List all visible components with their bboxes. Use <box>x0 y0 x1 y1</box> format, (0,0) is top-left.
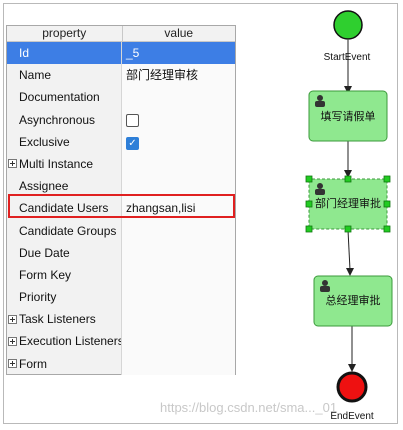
watermark: https://blog.csdn.net/sma..._01 <box>160 400 338 415</box>
property-key: Id <box>7 42 122 65</box>
property-value[interactable]: ✓ <box>122 130 235 153</box>
property-row[interactable]: Candidate Users zhangsan,lisi <box>7 197 235 220</box>
start-event-label: StartEvent <box>324 52 371 63</box>
expand-icon[interactable] <box>8 314 17 324</box>
arrow-head <box>344 86 352 94</box>
task-general-manager-approval[interactable] <box>313 275 393 327</box>
property-column-header[interactable]: property <box>7 26 123 42</box>
property-row[interactable]: Asynchronous <box>7 108 235 131</box>
property-key: Candidate Users <box>7 197 122 220</box>
property-row[interactable]: Form Key <box>7 263 235 287</box>
property-value[interactable] <box>122 152 235 176</box>
property-row[interactable]: Exclusive ✓ <box>7 130 235 153</box>
task-label: 部门经理审批 <box>315 196 381 210</box>
property-row[interactable]: Assignee <box>7 175 235 198</box>
property-key-label: Exclusive <box>19 134 70 149</box>
property-value[interactable] <box>122 330 235 353</box>
property-row[interactable]: Candidate Groups <box>7 219 235 242</box>
property-key-label: Form <box>19 356 47 371</box>
property-key: Form <box>7 352 122 375</box>
property-value[interactable] <box>122 175 235 198</box>
checked-checkbox[interactable]: ✓ <box>126 136 139 150</box>
property-key: Assignee <box>7 175 122 198</box>
property-value[interactable]: zhangsan,lisi <box>122 197 235 220</box>
property-key: Due Date <box>7 241 122 264</box>
property-key-label: Candidate Users <box>19 201 109 216</box>
property-key-label: Multi Instance <box>19 156 94 171</box>
grid-header: property value <box>7 26 235 42</box>
property-row[interactable]: Multi Instance <box>7 152 235 176</box>
user-task-icon <box>320 280 330 292</box>
property-value-text: zhangsan,lisi <box>126 201 196 216</box>
property-key: Task Listeners <box>7 308 122 331</box>
property-key: Asynchronous <box>7 108 122 131</box>
arrow-head <box>344 170 352 178</box>
property-value[interactable] <box>122 308 235 331</box>
property-key: Exclusive <box>7 130 122 153</box>
task-label: 填写请假单 <box>321 109 376 123</box>
property-key: Documentation <box>7 86 122 109</box>
property-key-label: Execution Listeners <box>19 334 122 349</box>
end-event-label: EndEvent <box>330 411 374 422</box>
property-row[interactable]: Priority <box>7 286 235 309</box>
task-fill-leave-form[interactable] <box>308 90 388 142</box>
property-key-label: Form Key <box>19 267 72 282</box>
user-task-icon <box>315 183 325 195</box>
property-row[interactable]: Documentation <box>7 86 235 109</box>
property-row[interactable]: Due Date <box>7 241 235 264</box>
checkbox[interactable] <box>126 113 139 127</box>
property-row[interactable]: Task Listeners <box>7 308 235 331</box>
property-key-label: Name <box>19 68 52 83</box>
arrow-head <box>348 364 356 372</box>
expand-icon[interactable] <box>8 358 17 368</box>
property-value-text: _5 <box>126 46 140 60</box>
user-task-icon <box>315 95 325 107</box>
property-value-text: 部门经理审核 <box>126 68 199 83</box>
property-value[interactable]: _5 <box>122 42 235 65</box>
property-key-label: Assignee <box>19 179 69 194</box>
property-value[interactable] <box>122 86 235 109</box>
property-value[interactable] <box>122 263 235 287</box>
end-event[interactable] <box>336 371 368 403</box>
property-row[interactable]: Form <box>7 352 235 375</box>
property-value[interactable] <box>122 286 235 309</box>
property-key-label: Task Listeners <box>19 312 96 327</box>
property-row[interactable]: Execution Listeners <box>7 330 235 353</box>
value-column-header[interactable]: value <box>122 26 235 42</box>
property-key: Multi Instance <box>7 152 122 176</box>
selection-handles[interactable] <box>305 175 391 233</box>
property-key: Candidate Groups <box>7 219 122 242</box>
property-row[interactable]: Id _5 <box>7 42 235 65</box>
arrow-head <box>346 268 354 276</box>
property-key-label: Id <box>19 46 30 60</box>
property-value[interactable] <box>122 219 235 242</box>
property-value[interactable] <box>122 108 235 131</box>
property-row[interactable]: Name 部门经理审核 <box>7 64 235 87</box>
expand-icon[interactable] <box>8 336 17 346</box>
property-value[interactable]: 部门经理审核 <box>122 64 235 87</box>
property-key: Priority <box>7 286 122 309</box>
sequence-flow[interactable] <box>347 229 351 271</box>
property-key-label: Asynchronous <box>19 112 96 127</box>
property-key-label: Priority <box>19 290 57 305</box>
property-key: Name <box>7 64 122 87</box>
property-key-label: Candidate Groups <box>19 223 117 238</box>
property-key: Form Key <box>7 263 122 287</box>
property-key-label: Documentation <box>19 90 100 105</box>
start-event[interactable] <box>333 10 363 40</box>
task-label: 总经理审批 <box>326 293 381 307</box>
property-key: Execution Listeners <box>7 330 122 353</box>
property-key-label: Due Date <box>19 245 70 260</box>
property-value[interactable] <box>122 241 235 264</box>
property-value[interactable] <box>122 352 235 375</box>
expand-icon[interactable] <box>8 159 17 169</box>
